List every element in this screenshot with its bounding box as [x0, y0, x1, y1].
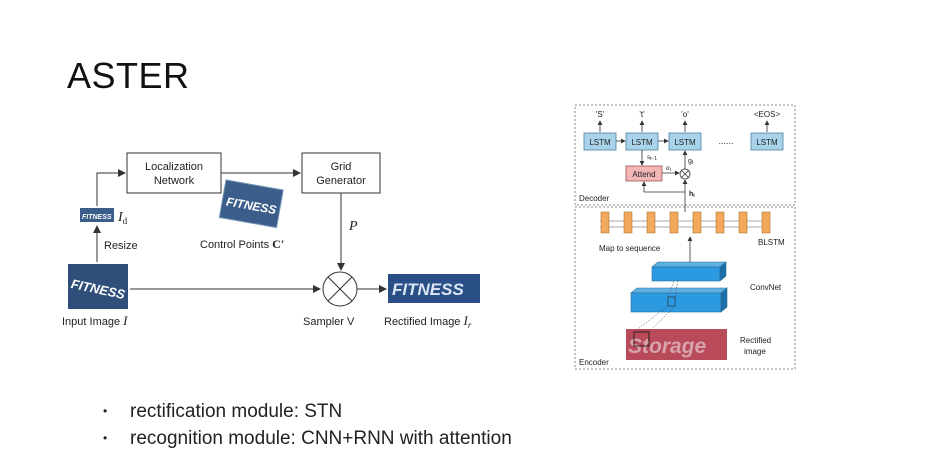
- svg-text:LSTM: LSTM: [674, 138, 696, 147]
- control-points-image: FITNESS: [218, 179, 284, 229]
- control-points-label: Control Points C′: [200, 237, 284, 251]
- s-symbol: st−1: [647, 155, 657, 162]
- h-symbol: hi: [689, 191, 695, 199]
- output-label-t: 't': [639, 110, 645, 119]
- localization-network-label: Localization: [145, 161, 203, 173]
- output-label-eos: <EOS>: [754, 110, 781, 119]
- rectified-image-label-1: Rectified: [740, 336, 771, 345]
- id-symbol: Id: [117, 210, 128, 226]
- svg-text:LSTM: LSTM: [756, 138, 778, 147]
- output-label-o: 'o': [681, 110, 689, 119]
- grid-generator-label-2: Generator: [316, 175, 366, 187]
- bullet-list: rectification module: STN recognition mo…: [103, 398, 512, 452]
- input-image-label: Input Image I: [62, 313, 128, 328]
- alpha-symbol: αt: [666, 164, 672, 173]
- sampler-label: Sampler V: [303, 316, 355, 328]
- svg-text:Storage: Storage: [628, 335, 707, 358]
- svg-text:LSTM: LSTM: [631, 138, 653, 147]
- svg-text:FITNESS: FITNESS: [392, 280, 464, 299]
- rectified-image-label: Rectified Image Ir: [384, 313, 472, 330]
- grid-generator-label: Grid: [331, 161, 352, 173]
- blstm-sequence: [600, 211, 771, 234]
- blstm-label: BLSTM: [758, 238, 785, 247]
- encoder-label: Encoder: [579, 358, 609, 367]
- p-symbol: P: [348, 219, 358, 234]
- features-to-attend-line: [641, 181, 685, 193]
- convnet-label: ConvNet: [750, 283, 782, 292]
- encoder-input-image: Storage: [626, 329, 727, 360]
- bullet-recognition: recognition module: CNN+RNN with attenti…: [103, 425, 512, 452]
- bullet-rectification: rectification module: STN: [103, 398, 512, 425]
- svg-text:Attend: Attend: [632, 170, 655, 179]
- rectified-image-label-2: image: [744, 347, 766, 356]
- lstm-cell-4: LSTM: [750, 132, 784, 151]
- g-symbol: gt: [688, 158, 694, 166]
- lstm-ellipsis: ......: [718, 136, 733, 146]
- grid-generator-box: [301, 152, 381, 194]
- lstm-cell-2: LSTM: [625, 132, 659, 151]
- recognition-diagram: 'S' 't' 'o' <EOS> LSTM LSTM LSTM LSTM ..…: [574, 104, 796, 370]
- image-dashed-link-2: [648, 305, 676, 333]
- localization-network-label-2: Network: [154, 175, 195, 187]
- image-dashed-link-1: [633, 305, 669, 333]
- resized-image: FITNESS: [80, 208, 114, 222]
- input-image: FITNESS: [68, 264, 128, 309]
- lstm-cell-3: LSTM: [668, 132, 702, 151]
- map-to-sequence-label: Map to sequence: [599, 244, 661, 253]
- svg-text:FITNESS: FITNESS: [82, 214, 112, 221]
- lstm-cell-1: LSTM: [583, 132, 617, 151]
- attend-box: Attend: [625, 165, 663, 182]
- rectification-diagram: Localization Network Grid Generator FITN…: [62, 152, 480, 330]
- resize-to-localization-arrow: [96, 169, 126, 206]
- output-label-s: 'S': [596, 110, 605, 119]
- slide-title: ASTER: [67, 55, 190, 96]
- convnet-feature-map-bottom: [630, 287, 728, 313]
- svg-text:LSTM: LSTM: [589, 138, 611, 147]
- convnet-feature-map-top: [651, 261, 727, 282]
- localization-network-box: [126, 152, 222, 194]
- decoder-label: Decoder: [579, 194, 610, 203]
- rectified-image: FITNESS: [388, 274, 480, 303]
- sampler-node: [322, 271, 358, 307]
- glimpse-multiply-node: [679, 168, 691, 180]
- resize-label: Resize: [104, 240, 138, 252]
